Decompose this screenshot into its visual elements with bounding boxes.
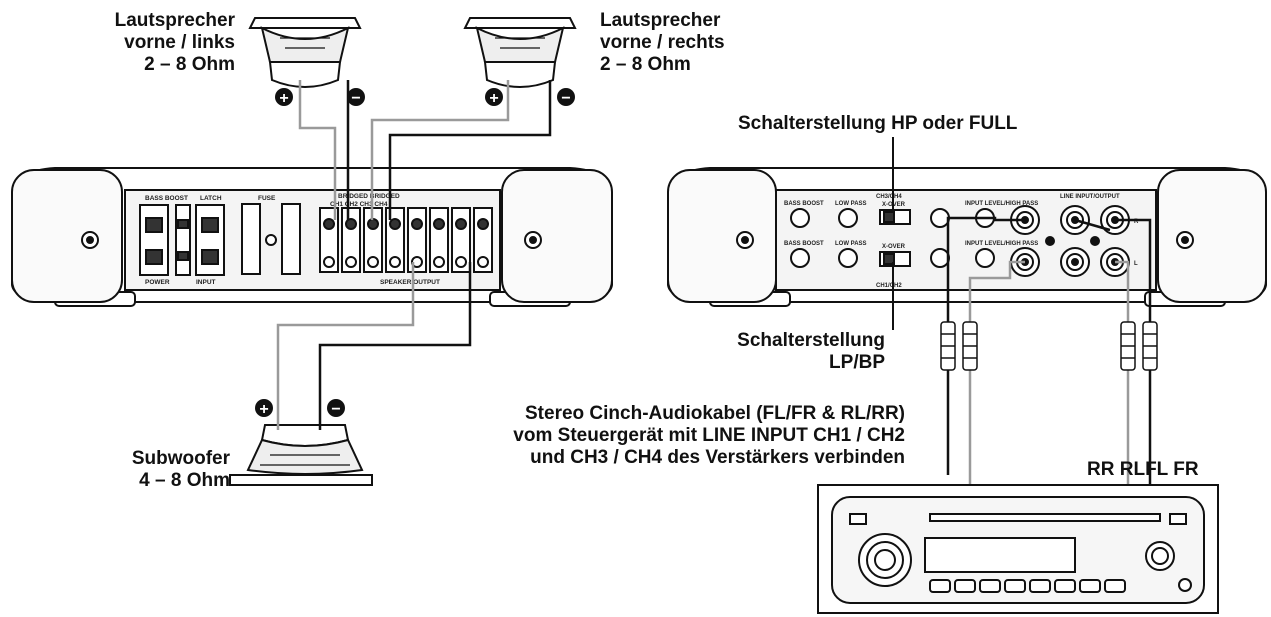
channel-bottom-label: CH1/CH2 (876, 283, 902, 289)
cinch-cable-note-line3: und CH3 / CH4 des Verstärkers verbinden (530, 447, 905, 468)
knob-icon (930, 248, 950, 268)
subwoofer-impedance: 4 – 8 Ohm (139, 470, 230, 491)
speaker-front-left-impedance: 2 – 8 Ohm (144, 54, 235, 75)
knob-icon (838, 248, 858, 268)
bass-boost-label: BASS BOOST (784, 241, 824, 247)
wire-subwoofer-minus (318, 262, 472, 430)
speaker-terminal-block (319, 207, 493, 273)
channel-rr: RR (1087, 459, 1115, 480)
cinch-cable-note: Stereo Cinch-Audiokabel (FL/FR & RL/RR) … (440, 403, 905, 469)
wire-front-left-plus (298, 80, 337, 220)
channel-fr: FR (1173, 459, 1199, 480)
subwoofer-label: Subwoofer 4 – 8 Ohm (90, 448, 230, 492)
jack-right-label: R (1134, 219, 1139, 225)
cinch-cable-note-line1: Stereo Cinch-Audiokabel (FL/FR & RL/RR) (525, 403, 905, 424)
jack-left-label: L (1134, 261, 1138, 267)
rca-jacks (1010, 205, 1130, 277)
switch-lp-bp-mode: LP/BP (829, 352, 885, 373)
speaker-front-right-title: Lautsprecher (600, 10, 721, 31)
cd-slot (929, 513, 1161, 522)
head-unit (817, 484, 1219, 614)
speaker-front-left-label: Lautsprecher vorne / links 2 – 8 Ohm (90, 10, 235, 76)
rca-plugs (940, 321, 1158, 371)
switch-lp-bp-label: Schalterstellung LP/BP (730, 330, 885, 374)
svg-text:+: + (489, 90, 498, 107)
minus-icon (347, 88, 365, 106)
amplifier-left-endcap-left (11, 169, 123, 303)
speaker-wires (276, 80, 552, 430)
speaker-front-right-label: Lautsprecher vorne / rechts 2 – 8 Ohm (600, 10, 725, 76)
speaker-output-label: SPEAKER OUTPUT (380, 279, 440, 286)
amplifier-left-endcap-right (501, 169, 613, 303)
latch-label: LATCH (200, 195, 222, 202)
bass-boost-label: BASS BOOST (145, 195, 188, 202)
display (924, 537, 1076, 573)
knob-icon (975, 248, 995, 268)
svg-text:+: + (259, 401, 268, 418)
input-level-label: INPUT LEVEL/HIGH PASS (965, 241, 1038, 247)
speaker-front-right-position: vorne / rechts (600, 32, 725, 53)
line-input-label: LINE INPUT/OUTPUT (1060, 194, 1120, 200)
speaker-front-left-title: Lautsprecher (114, 10, 235, 31)
channel-top-label: CH3/CH4 (876, 194, 902, 200)
plus-icon (485, 88, 503, 106)
low-pass-label: LOW PASS (835, 201, 867, 207)
knob-icon (790, 208, 810, 228)
speaker-front-left (248, 17, 362, 88)
channel-rl: RL (1119, 459, 1146, 480)
wire-subwoofer-plus (276, 262, 415, 430)
wire-front-right-plus (370, 80, 510, 220)
plus-icon (255, 399, 273, 417)
switch-lp-bp-title: Schalterstellung (737, 330, 885, 351)
bass-boost-label: BASS BOOST (784, 201, 824, 207)
speaker-front-left-position: vorne / links (124, 32, 235, 53)
xover-label: X-OVER (882, 244, 906, 250)
knob-icon (790, 248, 810, 268)
knob-icon (930, 208, 950, 228)
channel-labels: RR RLFL FR (1087, 459, 1199, 481)
cinch-cable-note-line2: vom Steuergerät mit LINE INPUT CH1 / CH2 (513, 425, 905, 446)
svg-text:−: − (331, 401, 340, 418)
switch-hp-full-label: Schalterstellung HP oder FULL (738, 113, 1018, 134)
speaker-front-right-impedance: 2 – 8 Ohm (600, 54, 691, 75)
knob-icon (838, 208, 858, 228)
low-pass-label: LOW PASS (835, 241, 867, 247)
svg-text:−: − (561, 90, 570, 107)
minus-icon (327, 399, 345, 417)
amplifier-right (667, 167, 1267, 307)
plus-icon (275, 88, 293, 106)
wire-front-right-minus (388, 80, 552, 220)
minus-icon (557, 88, 575, 106)
svg-text:+: + (279, 90, 288, 107)
channel-fl: FL (1145, 459, 1168, 480)
subwoofer-speaker (229, 424, 373, 486)
fuse-label: FUSE (258, 195, 276, 202)
bridged-label: BRIDGED BRIDGED (338, 193, 400, 200)
input-level-label: INPUT LEVEL/HIGH PASS (965, 201, 1038, 207)
rca-cables (946, 216, 1152, 485)
speaker-front-right (463, 17, 577, 88)
svg-text:−: − (351, 90, 360, 107)
power-label: POWER (145, 279, 170, 286)
subwoofer-title: Subwoofer (131, 448, 230, 469)
channel-row-label: CH1 CH2 CH3 CH4 (330, 201, 388, 208)
input-label: INPUT (196, 279, 216, 286)
amplifier-left (11, 167, 613, 307)
